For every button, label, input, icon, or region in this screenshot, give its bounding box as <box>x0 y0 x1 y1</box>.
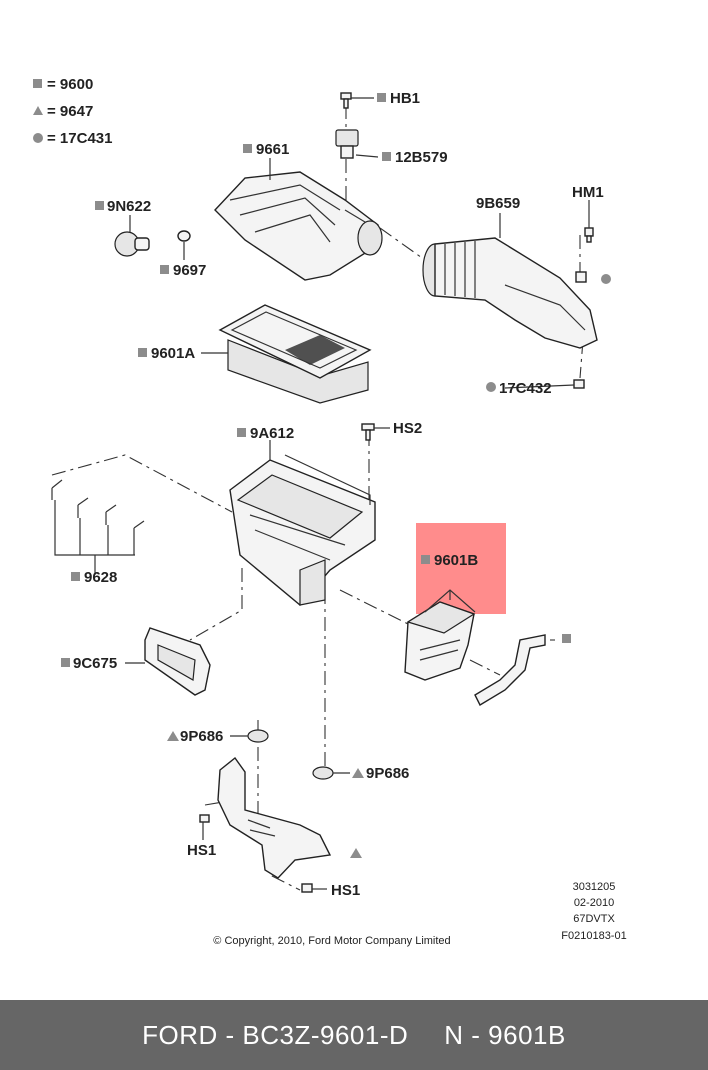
info-line: 67DVTX <box>573 913 615 925</box>
banner-reference: N - 9601B <box>444 1019 566 1050</box>
legend-circle-icon <box>33 133 43 143</box>
callout-hs1-a: HS1 <box>187 842 216 859</box>
info-line: 3031205 <box>573 881 616 893</box>
air-cleaner-housing-9a612 <box>229 454 376 606</box>
seal-9c675 <box>144 627 211 696</box>
callout-9n622: 9N622 <box>107 198 151 215</box>
info-line: F0210183-01 <box>561 930 626 942</box>
part-number-banner: FORD - BC3Z-9601-D N - 9601B <box>0 1000 708 1070</box>
resonator-9601b <box>404 589 476 681</box>
callout-9a612: 9A612 <box>250 425 294 442</box>
clamp <box>575 271 587 283</box>
screw-hs2 <box>361 423 375 441</box>
info-line: 02-2010 <box>574 897 614 909</box>
leader-lines <box>125 97 590 890</box>
sensor-12b579 <box>335 129 359 159</box>
grommet-9p686-a <box>247 729 269 743</box>
screw-hs1-b <box>301 883 313 893</box>
clip-17c432 <box>573 379 585 389</box>
triangle-marker-icon <box>167 731 179 741</box>
banner-part-number: FORD - BC3Z-9601-D <box>142 1019 409 1050</box>
triangle-marker-icon <box>352 768 364 778</box>
callout-9628: 9628 <box>84 569 117 586</box>
exploded-parts-diagram: = 9600 = 9647 = 17C431 <box>33 76 627 947</box>
callout-9601b: 9601B <box>434 552 478 569</box>
legend-item: = 9600 <box>47 76 93 93</box>
connector-9n622 <box>114 231 150 257</box>
square-marker-icon <box>562 634 571 643</box>
legend: = 9600 = 9647 = 17C431 <box>33 76 112 147</box>
callout-9p686-a: 9P686 <box>180 728 223 745</box>
callout-9p686-b: 9P686 <box>366 765 409 782</box>
callout-12b579: 12B579 <box>395 149 448 166</box>
screw-hs1-a <box>199 814 210 823</box>
legend-triangle-icon <box>33 106 43 115</box>
legend-square-icon <box>33 79 42 88</box>
highlight-9601b <box>416 523 506 614</box>
bolt-hb1 <box>340 92 352 109</box>
callout-9b659: 9B659 <box>476 195 520 212</box>
grommet-9697 <box>177 230 191 242</box>
triangle-marker-icon <box>350 848 362 858</box>
callout-9601a: 9601A <box>151 345 195 362</box>
air-filter-9601a <box>218 304 372 404</box>
outlet-duct-9b659 <box>422 237 598 349</box>
copyright-text: © Copyright, 2010, Ford Motor Company Li… <box>213 935 450 947</box>
clips-9628 <box>51 479 145 575</box>
callout-17c432: 17C432 <box>499 380 552 397</box>
legend-item: = 9647 <box>47 103 93 120</box>
legend-item: = 17C431 <box>47 130 112 147</box>
grommet-9p686-b <box>312 766 334 780</box>
circle-marker-icon <box>601 274 611 284</box>
callout-9c675: 9C675 <box>73 655 117 672</box>
bracket-right <box>474 634 571 706</box>
callout-hs2: HS2 <box>393 420 422 437</box>
callout-9661: 9661 <box>256 141 289 158</box>
callout-hb1: HB1 <box>390 90 420 107</box>
bolt-hm1 <box>584 227 594 243</box>
callout-9697: 9697 <box>173 262 206 279</box>
info-block: 3031205 02-2010 67DVTX F0210183-01 <box>561 881 626 942</box>
air-cleaner-cover-9661 <box>214 171 383 281</box>
callout-hm1: HM1 <box>572 184 604 201</box>
callout-hs1-b: HS1 <box>331 882 360 899</box>
callouts: HB1 12B579 9661 9N622 9697 9B659 HM1 960… <box>61 90 604 899</box>
mounting-bracket <box>217 756 332 879</box>
